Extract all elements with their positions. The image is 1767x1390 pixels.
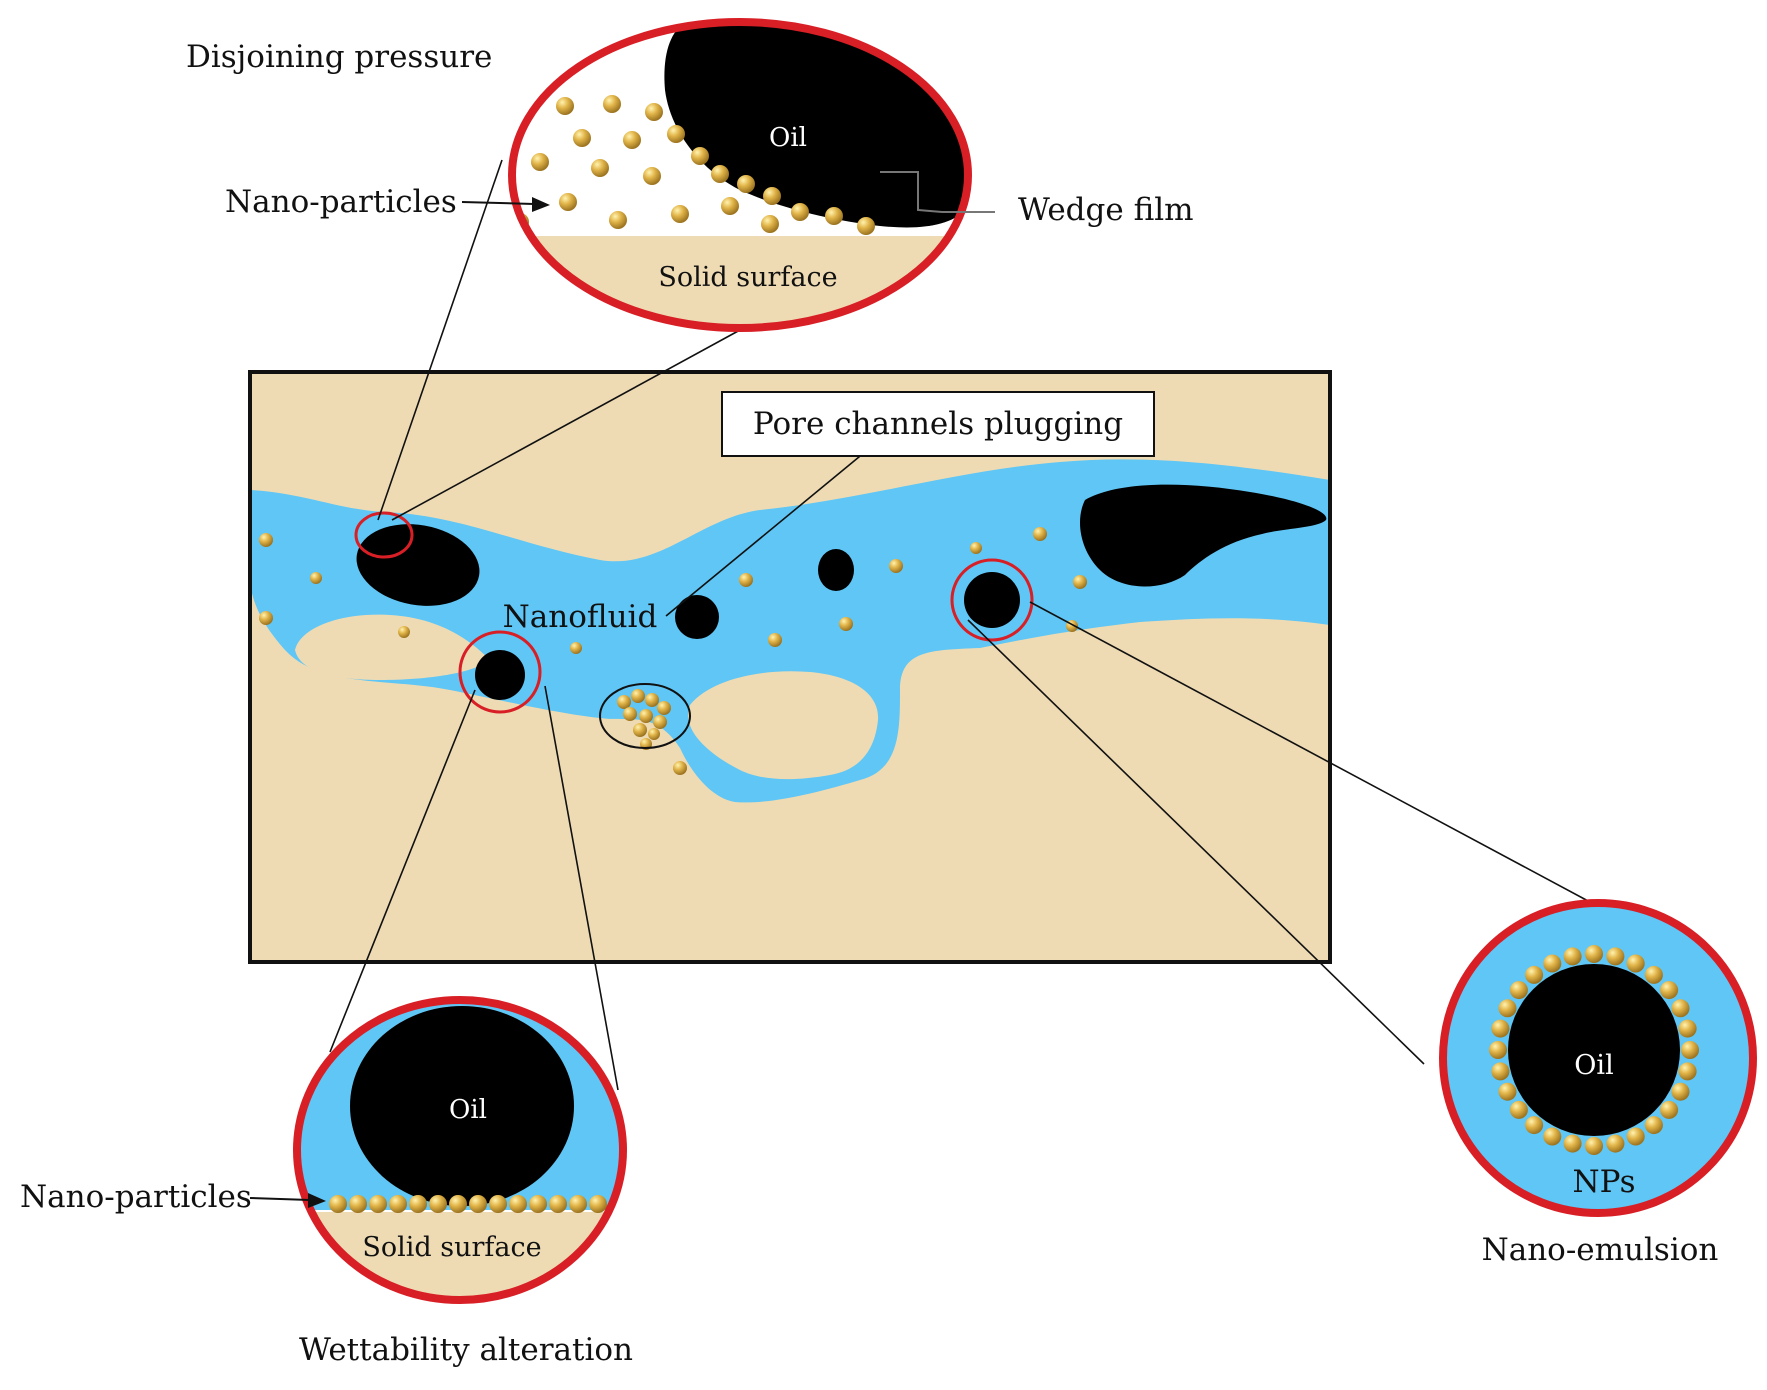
oil-label-top: Oil (769, 123, 807, 153)
oil-label-right: Oil (1574, 1050, 1613, 1081)
oil-label-bottom: Oil (449, 1095, 487, 1125)
rock-lobe (295, 614, 490, 680)
arrow-nano-particles-top (461, 197, 550, 212)
shell-nanoparticle (1671, 999, 1690, 1018)
nps-label: NPs (1572, 1164, 1635, 1200)
solid-surface-label-bottom: Solid surface (362, 1232, 541, 1263)
shell-nanoparticle (1606, 1134, 1625, 1153)
detail-ring-bottom-right (1439, 899, 1757, 1217)
solid-surface-label-top: Solid surface (658, 262, 837, 293)
shell-nanoparticle (1543, 954, 1562, 973)
oil-droplet-left (356, 524, 480, 606)
nanofluid-label: Nanofluid (503, 599, 658, 635)
detail-disjoining-pressure: Oil Solid surface (508, 18, 995, 332)
shell-nanoparticle (1644, 965, 1663, 984)
shell-nanoparticle (1498, 1082, 1517, 1101)
nanoparticle-shell (1489, 945, 1699, 1155)
shell-nanoparticle (1489, 1041, 1507, 1059)
pore-channels-plugging-label: Pore channels plugging (753, 406, 1123, 442)
pore-channels-plugging-callout: Pore channels plugging (721, 391, 1155, 457)
nano-particles-label-top: Nano-particles (225, 184, 457, 220)
arrow-nano-particles-bottom (249, 1193, 326, 1208)
shell-nanoparticle (1678, 1019, 1697, 1038)
oil-droplet-emulsion-left (475, 650, 525, 700)
pore-network-panel (248, 370, 1332, 964)
oil-core-emulsion (1508, 964, 1680, 1136)
nanoparticles-scattered (259, 527, 1087, 775)
oil-phase-bottom (350, 1006, 574, 1206)
shell-nanoparticle (1626, 1127, 1645, 1146)
shell-nanoparticle (1525, 965, 1544, 984)
highlight-plugging (599, 683, 691, 749)
shell-nanoparticle (1585, 1137, 1603, 1155)
nano-particles-label-bottom: Nano-particles (20, 1179, 252, 1215)
highlight-disjoining (354, 511, 414, 559)
oil-phase-top (664, 22, 968, 228)
shell-nanoparticle (1585, 945, 1603, 963)
shell-nanoparticle (1563, 1134, 1582, 1153)
pore-network-frame (248, 370, 1332, 964)
nanoparticle-layer-bottom (329, 1195, 607, 1213)
shell-nanoparticle (1681, 1041, 1699, 1059)
shell-nanoparticle (1491, 1019, 1510, 1038)
plugging-nanoparticle-cluster (617, 689, 671, 750)
pore-channel-fluid (250, 459, 1330, 803)
shell-nanoparticle (1498, 999, 1517, 1018)
detail-wettability-alteration: Oil Solid surface (293, 996, 627, 1304)
wettability-alteration-caption: Wettability alteration (299, 1332, 633, 1368)
wedge-film-label: Wedge film (1018, 192, 1194, 228)
oil-droplet-center (675, 595, 719, 639)
oil-droplet-emulsion-right (964, 572, 1020, 628)
nano-emulsion-caption: Nano-emulsion (1482, 1232, 1719, 1268)
highlight-wettability (458, 630, 542, 714)
detail-ring-top (508, 18, 972, 332)
shell-nanoparticle (1660, 1100, 1679, 1119)
shell-nanoparticle (1491, 1062, 1510, 1081)
disjoining-pressure-title: Disjoining pressure (186, 39, 492, 75)
rock-island (688, 671, 879, 780)
shell-nanoparticle (1509, 981, 1528, 1000)
detail-nano-emulsion: Oil NPs (1439, 899, 1757, 1217)
shell-nanoparticle (1509, 1100, 1528, 1119)
detail-ring-bottom-left (293, 996, 627, 1304)
shell-nanoparticle (1660, 981, 1679, 1000)
highlight-emulsion (950, 558, 1034, 642)
shell-nanoparticle (1543, 1127, 1562, 1146)
shell-nanoparticle (1671, 1082, 1690, 1101)
shell-nanoparticle (1606, 947, 1625, 966)
shell-nanoparticle (1563, 947, 1582, 966)
shell-nanoparticle (1644, 1116, 1663, 1135)
oil-blob-right (1080, 484, 1327, 587)
wedge-film-bracket (880, 171, 943, 213)
shell-nanoparticle (1678, 1062, 1697, 1081)
nanoparticles-top (512, 95, 875, 235)
oil-droplet-small (818, 549, 854, 591)
shell-nanoparticle (1525, 1116, 1544, 1135)
connector-lines (329, 159, 1591, 1091)
shell-nanoparticle (1626, 954, 1645, 973)
